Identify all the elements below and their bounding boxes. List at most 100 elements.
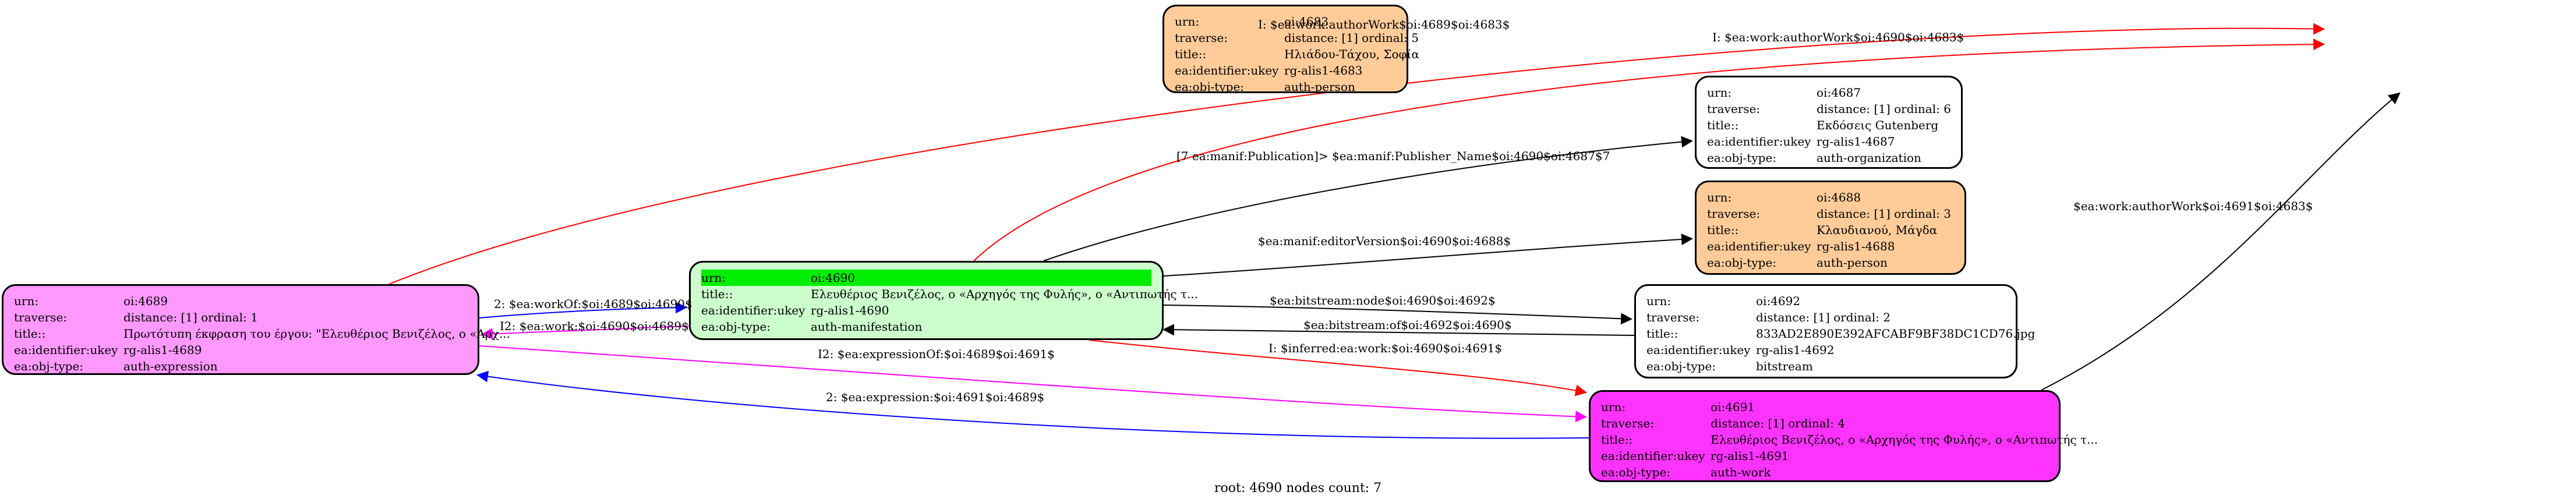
node-row: title::Πρωτότυπη έκφραση του έργου: "Ελε… bbox=[14, 325, 510, 342]
row-key: urn: bbox=[701, 271, 726, 285]
row-key: traverse: bbox=[1707, 207, 1761, 221]
edge-e3 bbox=[1043, 136, 1693, 261]
edge-e5 bbox=[1163, 305, 1632, 325]
edge-label: [7 ea:manif:Publication]> $ea:manif:Publ… bbox=[1176, 149, 1610, 163]
edge-label: $ea:manif:editorVersion$oi:4690$oi:4688$ bbox=[1258, 234, 1511, 248]
node-row: urn:oi:4683 bbox=[1175, 13, 1396, 30]
node-row: traverse: distance: [1] ordinal: 6 bbox=[1707, 101, 1951, 117]
row-value: auth-person bbox=[1284, 80, 1355, 94]
node-row: ea:obj-type: auth-manifestation bbox=[701, 318, 1151, 335]
row-value: rg-alis1-4690 bbox=[811, 303, 889, 317]
row-key: traverse: bbox=[14, 310, 68, 324]
node-row: ea:obj-type: auth-person bbox=[1707, 254, 1954, 271]
row-key: traverse: bbox=[1175, 31, 1228, 45]
node-row: urn:oi:4688 bbox=[1707, 189, 1954, 206]
node-oi-4691[interactable]: urn: oi:4691 traverse: distance: [1] ordina… bbox=[1589, 390, 2098, 482]
row-key: ea:obj-type: bbox=[1646, 359, 1716, 373]
node-row: urn:oi:4687 bbox=[1707, 84, 1950, 101]
row-key: title:: bbox=[1601, 433, 1633, 447]
edge-e10 bbox=[479, 345, 1587, 423]
node-row: traverse:distance: [1] ordinal: 5 bbox=[1175, 30, 1419, 46]
node-row: title::Κλαυδιανού, Μάγδα bbox=[1707, 222, 1954, 238]
edge-label: $ea:bitstream:node$oi:4690$oi:4692$ bbox=[1270, 293, 1496, 307]
row-value: oi:4688 bbox=[1817, 190, 1861, 204]
row-value: distance: [1] ordinal: 1 bbox=[123, 310, 258, 324]
row-key: ea:obj-type: bbox=[701, 320, 771, 334]
edge-label: I: $ea:work:authorWork$oi:4690$oi:4683$ bbox=[1712, 30, 1964, 44]
row-key: traverse: bbox=[1601, 416, 1655, 430]
node-row: ea:obj-type:auth-organization bbox=[1707, 150, 1950, 166]
edge-label: 2: $ea:expression:$oi:4691$oi:4689$ bbox=[826, 390, 1045, 404]
node-row: ea:obj-type:auth-expression bbox=[14, 358, 467, 374]
row-key: urn: bbox=[14, 294, 39, 308]
row-value: auth-manifestation bbox=[811, 320, 923, 334]
node-row: title::833AD2E890E392AFCABF9BF38DC1CD76.… bbox=[1646, 325, 2035, 342]
row-value: oi:4690 bbox=[811, 271, 856, 285]
row-key: ea:obj-type: bbox=[1707, 151, 1777, 165]
row-key: title:: bbox=[14, 327, 46, 341]
row-key: urn: bbox=[1601, 400, 1626, 414]
node-row: title::Ελευθέριος Βενιζέλος, ο «Αρχηγός … bbox=[701, 286, 1198, 302]
row-value: rg-alis1-4692 bbox=[1756, 343, 1835, 357]
edge-e1 bbox=[388, 23, 2325, 285]
row-value: distance: [1] ordinal: 3 bbox=[1817, 207, 1951, 221]
edge-e6 bbox=[1162, 324, 1635, 336]
edge-e8 bbox=[481, 325, 690, 340]
edge-e11 bbox=[476, 370, 1589, 439]
node-row: traverse:distance: [1] ordinal: 2 bbox=[1646, 309, 2005, 325]
row-key: traverse: bbox=[1707, 102, 1761, 116]
row-value: auth-work bbox=[1711, 465, 1771, 479]
row-value: rg-alis1-4688 bbox=[1817, 239, 1895, 253]
edge-label: I: $inferred:ea:work:$oi:4690$oi:4691$ bbox=[1268, 341, 1503, 355]
node-row: urn:oi:4689 bbox=[14, 293, 467, 309]
node-row: ea:obj-type:bitstream bbox=[1646, 358, 2005, 374]
edge-label: I2: $ea:work:$oi:4690$oi:4689$ bbox=[500, 319, 689, 333]
row-value: Ελευθέριος Βενιζέλος, ο «Αρχηγός της Φυλ… bbox=[811, 287, 1199, 301]
row-key: title:: bbox=[701, 287, 733, 301]
node-row: urn:oi:4692 bbox=[1646, 293, 2005, 309]
row-key: ea:obj-type: bbox=[1707, 256, 1777, 270]
edge-label: $ea:bitstream:of$oi:4692$oi:4690$ bbox=[1303, 318, 1512, 332]
node-row: title::Ηλιάδου-Τάχου, Σοφία bbox=[1175, 46, 1419, 62]
node-row: traverse: distance: [1] ordinal: 3 bbox=[1707, 206, 1954, 222]
node-row: ea:obj-type: auth-person bbox=[1175, 79, 1396, 95]
row-value: Κλαυδιανού, Μάγδα bbox=[1817, 223, 1938, 237]
row-value: oi:4691 bbox=[1711, 400, 1755, 414]
row-key: ea:identifier:ukey bbox=[701, 303, 805, 317]
edge-label: $ea:work:authorWork$oi:4691$oi:4683$ bbox=[2073, 199, 2313, 213]
row-key: ea:identifier:ukey bbox=[1601, 449, 1705, 463]
edge-e9 bbox=[1089, 339, 1587, 397]
row-value: distance: [1] ordinal: 6 bbox=[1817, 102, 1951, 116]
node-row: traverse: distance: [1] ordinal: 4 bbox=[1601, 415, 2048, 431]
row-value: Ηλιάδου-Τάχου, Σοφία bbox=[1284, 47, 1419, 61]
row-value: rg-alis1-4689 bbox=[123, 343, 202, 357]
row-value: Ελευθέριος Βενιζέλος, ο «Αρχηγός της Φυλ… bbox=[1711, 433, 2098, 447]
edge-label: I2: $ea:expressionOf:$oi:4689$oi:4691$ bbox=[818, 347, 1055, 361]
row-key: title:: bbox=[1646, 327, 1679, 341]
edge-e7 bbox=[479, 302, 687, 318]
row-value: rg-alis1-4683 bbox=[1284, 63, 1363, 77]
row-key: ea:obj-type: bbox=[1601, 465, 1671, 479]
node-row: urn: oi:4691 bbox=[1601, 399, 2048, 415]
row-value: Πρωτότυπη έκφραση του έργου: "Ελευθέριος… bbox=[123, 327, 510, 341]
row-value: auth-expression bbox=[123, 359, 218, 373]
row-value: oi:4687 bbox=[1817, 86, 1861, 100]
row-value: 833AD2E890E392AFCABF9BF38DC1CD76.jpg bbox=[1756, 327, 2036, 341]
row-value: rg-alis1-4687 bbox=[1817, 135, 1895, 148]
row-key: title:: bbox=[1707, 223, 1739, 237]
row-value: auth-person bbox=[1817, 256, 1888, 270]
edge-label: 2: $ea:workOf:$oi:4689$oi:4690$ bbox=[494, 297, 692, 311]
row-key: ea:obj-type: bbox=[1175, 80, 1245, 94]
graph-footer: root: 4690 nodes count: 7 bbox=[1214, 481, 1382, 496]
row-value: distance: [1] ordinal: 4 bbox=[1711, 416, 1845, 430]
